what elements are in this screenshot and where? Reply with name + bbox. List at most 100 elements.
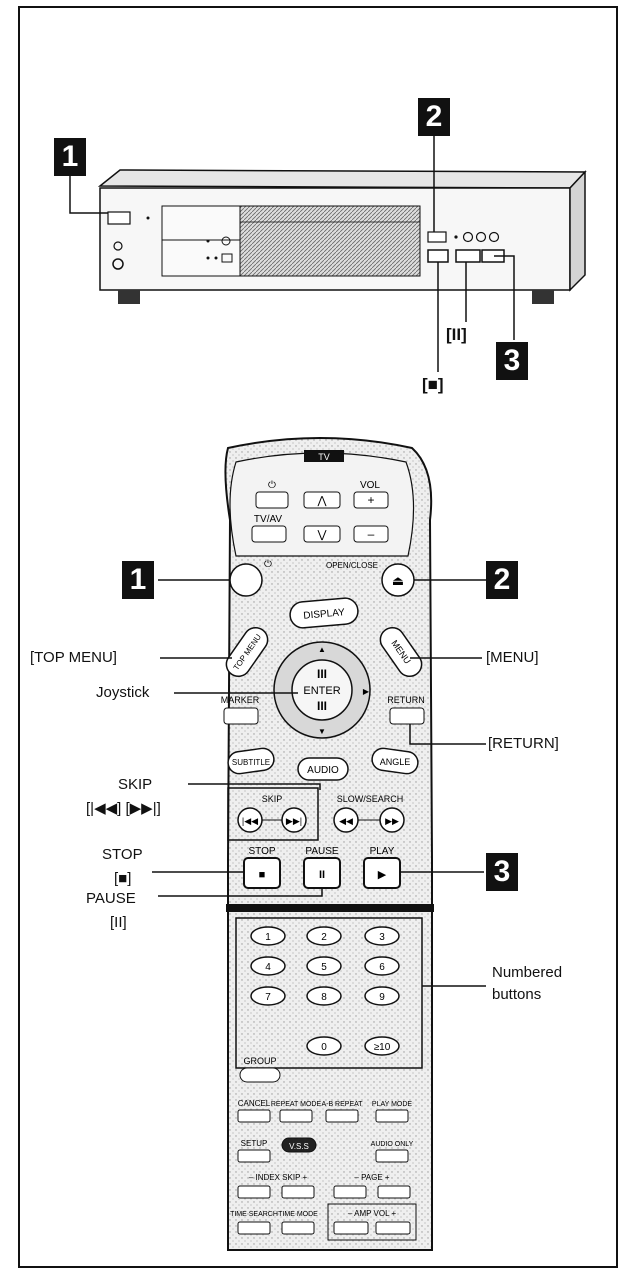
player-foot-right — [532, 290, 554, 304]
number-button-label: 4 — [265, 962, 271, 973]
return-button[interactable] — [389, 707, 425, 725]
callout-number: 3 — [493, 855, 511, 888]
player-power-symbol-icon — [113, 241, 123, 251]
page-plus-button[interactable] — [377, 1185, 411, 1199]
play-mode-button[interactable] — [375, 1109, 409, 1123]
index-skip-minus-button[interactable] — [237, 1185, 271, 1199]
audio-only-label: AUDIO ONLY — [371, 1141, 414, 1148]
fast-forward-icon: ▶▶ — [385, 816, 399, 826]
repeat-mode-button[interactable] — [279, 1109, 313, 1123]
ab-repeat-label: A-B REPEAT — [321, 1101, 363, 1108]
callout-number: 2 — [493, 563, 511, 596]
audio-label: AUDIO — [307, 765, 339, 776]
tv-power-icon: ⏻ — [268, 480, 276, 491]
cancel-button[interactable] — [237, 1109, 271, 1123]
player-disc-panel — [161, 205, 241, 277]
power-button[interactable] — [229, 563, 263, 597]
vss-label: V.S.S — [289, 1142, 309, 1151]
pause-symbol-annotation: [II] — [110, 914, 127, 931]
audio-button[interactable] — [297, 757, 349, 781]
return-label: RETURN — [387, 695, 425, 705]
skip-leader — [188, 783, 321, 790]
audio-only-button[interactable] — [375, 1149, 409, 1163]
number-button-2[interactable] — [306, 926, 342, 946]
dvd-player-illustration — [69, 136, 587, 372]
skip-forward-icon: ▶▶| — [286, 816, 302, 826]
tv-power-button[interactable] — [255, 491, 289, 509]
stop-button[interactable] — [243, 857, 281, 889]
amp-vol-label: – AMP VOL + — [348, 1209, 397, 1218]
number-button-4[interactable] — [250, 956, 286, 976]
slow-search-label: SLOW/SEARCH — [337, 794, 404, 804]
tv-vol-down-button[interactable] — [353, 525, 389, 543]
pause-remote-leader — [158, 888, 323, 897]
group-button[interactable] — [239, 1067, 281, 1083]
tv-vol-up-button[interactable] — [353, 491, 389, 509]
amp-vol-plus-button[interactable] — [375, 1221, 411, 1235]
marker-button[interactable] — [223, 707, 259, 725]
remote-callout-badge-1: 1 — [122, 561, 154, 599]
player-display-window — [239, 205, 421, 277]
top-menu-button[interactable] — [222, 623, 273, 681]
number-button-5[interactable] — [306, 956, 342, 976]
number-button-label: 8 — [321, 992, 327, 1003]
pause-annotation: PAUSE — [86, 890, 136, 907]
callout-number: 1 — [129, 563, 147, 596]
tvav-button[interactable] — [251, 525, 287, 543]
rewind-icon: ◀◀ — [339, 816, 353, 826]
play-button[interactable] — [363, 857, 401, 889]
chevron-up-icon: ⋀ — [316, 495, 327, 507]
number-button-≥10[interactable] — [364, 1036, 400, 1056]
number-button-6[interactable] — [364, 956, 400, 976]
time-search-button[interactable] — [237, 1221, 271, 1235]
skip-group-label: SKIP — [262, 794, 283, 804]
enter-label: ENTER — [303, 685, 340, 697]
time-mode-button[interactable] — [281, 1221, 315, 1235]
joystick-grip-icon: III — [317, 667, 327, 681]
player-knob-icon — [475, 231, 487, 243]
number-button-7[interactable] — [250, 986, 286, 1006]
vss-button[interactable] — [281, 1137, 317, 1153]
stop-annotation: STOP — [102, 846, 143, 863]
joystick-enter-button[interactable] — [291, 659, 353, 721]
callout-1-leader — [69, 176, 108, 214]
number-button-1[interactable] — [250, 926, 286, 946]
channel-down-button[interactable] — [303, 525, 341, 543]
player-panel-dot-icon — [214, 256, 218, 260]
subtitle-button[interactable] — [227, 747, 276, 775]
player-stop-label: [■] — [422, 375, 444, 394]
player-pause-label: [II] — [446, 325, 467, 344]
amp-vol-minus-button[interactable] — [333, 1221, 369, 1235]
skip-group-box — [227, 787, 319, 841]
return-leader — [409, 724, 486, 745]
stop-symbol-annotation: [■] — [114, 870, 132, 887]
remote-callout-badge-3: 3 — [486, 853, 518, 891]
stop-button-label: STOP — [248, 846, 275, 857]
cancel-label: CANCEL — [238, 1099, 271, 1108]
number-button-8[interactable] — [306, 986, 342, 1006]
tv-label-tab — [304, 450, 344, 462]
setup-button[interactable] — [237, 1149, 271, 1163]
menu-button[interactable] — [376, 623, 427, 681]
numbered-annotation-line2: buttons — [492, 986, 542, 1003]
channel-up-button[interactable] — [303, 491, 341, 509]
open-close-label: OPEN/CLOSE — [326, 561, 378, 570]
number-button-label: 3 — [379, 932, 385, 943]
ab-repeat-button[interactable] — [325, 1109, 359, 1123]
skip-symbols-annotation: [|◀◀] [▶▶|] — [86, 800, 161, 817]
subtitle-label: SUBTITLE — [232, 758, 270, 767]
page-minus-button[interactable] — [333, 1185, 367, 1199]
number-button-9[interactable] — [364, 986, 400, 1006]
display-button[interactable] — [289, 597, 359, 629]
joystick-grip-icon: III — [317, 699, 327, 713]
number-button-label: 5 — [321, 962, 327, 973]
group-label: GROUP — [243, 1056, 276, 1066]
callout-number: 2 — [425, 100, 443, 133]
pause-button-label: PAUSE — [305, 846, 338, 857]
index-skip-plus-button[interactable] — [281, 1185, 315, 1199]
number-button-0[interactable] — [306, 1036, 342, 1056]
angle-button[interactable] — [371, 747, 420, 775]
time-search-label: TIME SEARCH — [230, 1211, 278, 1218]
number-button-3[interactable] — [364, 926, 400, 946]
